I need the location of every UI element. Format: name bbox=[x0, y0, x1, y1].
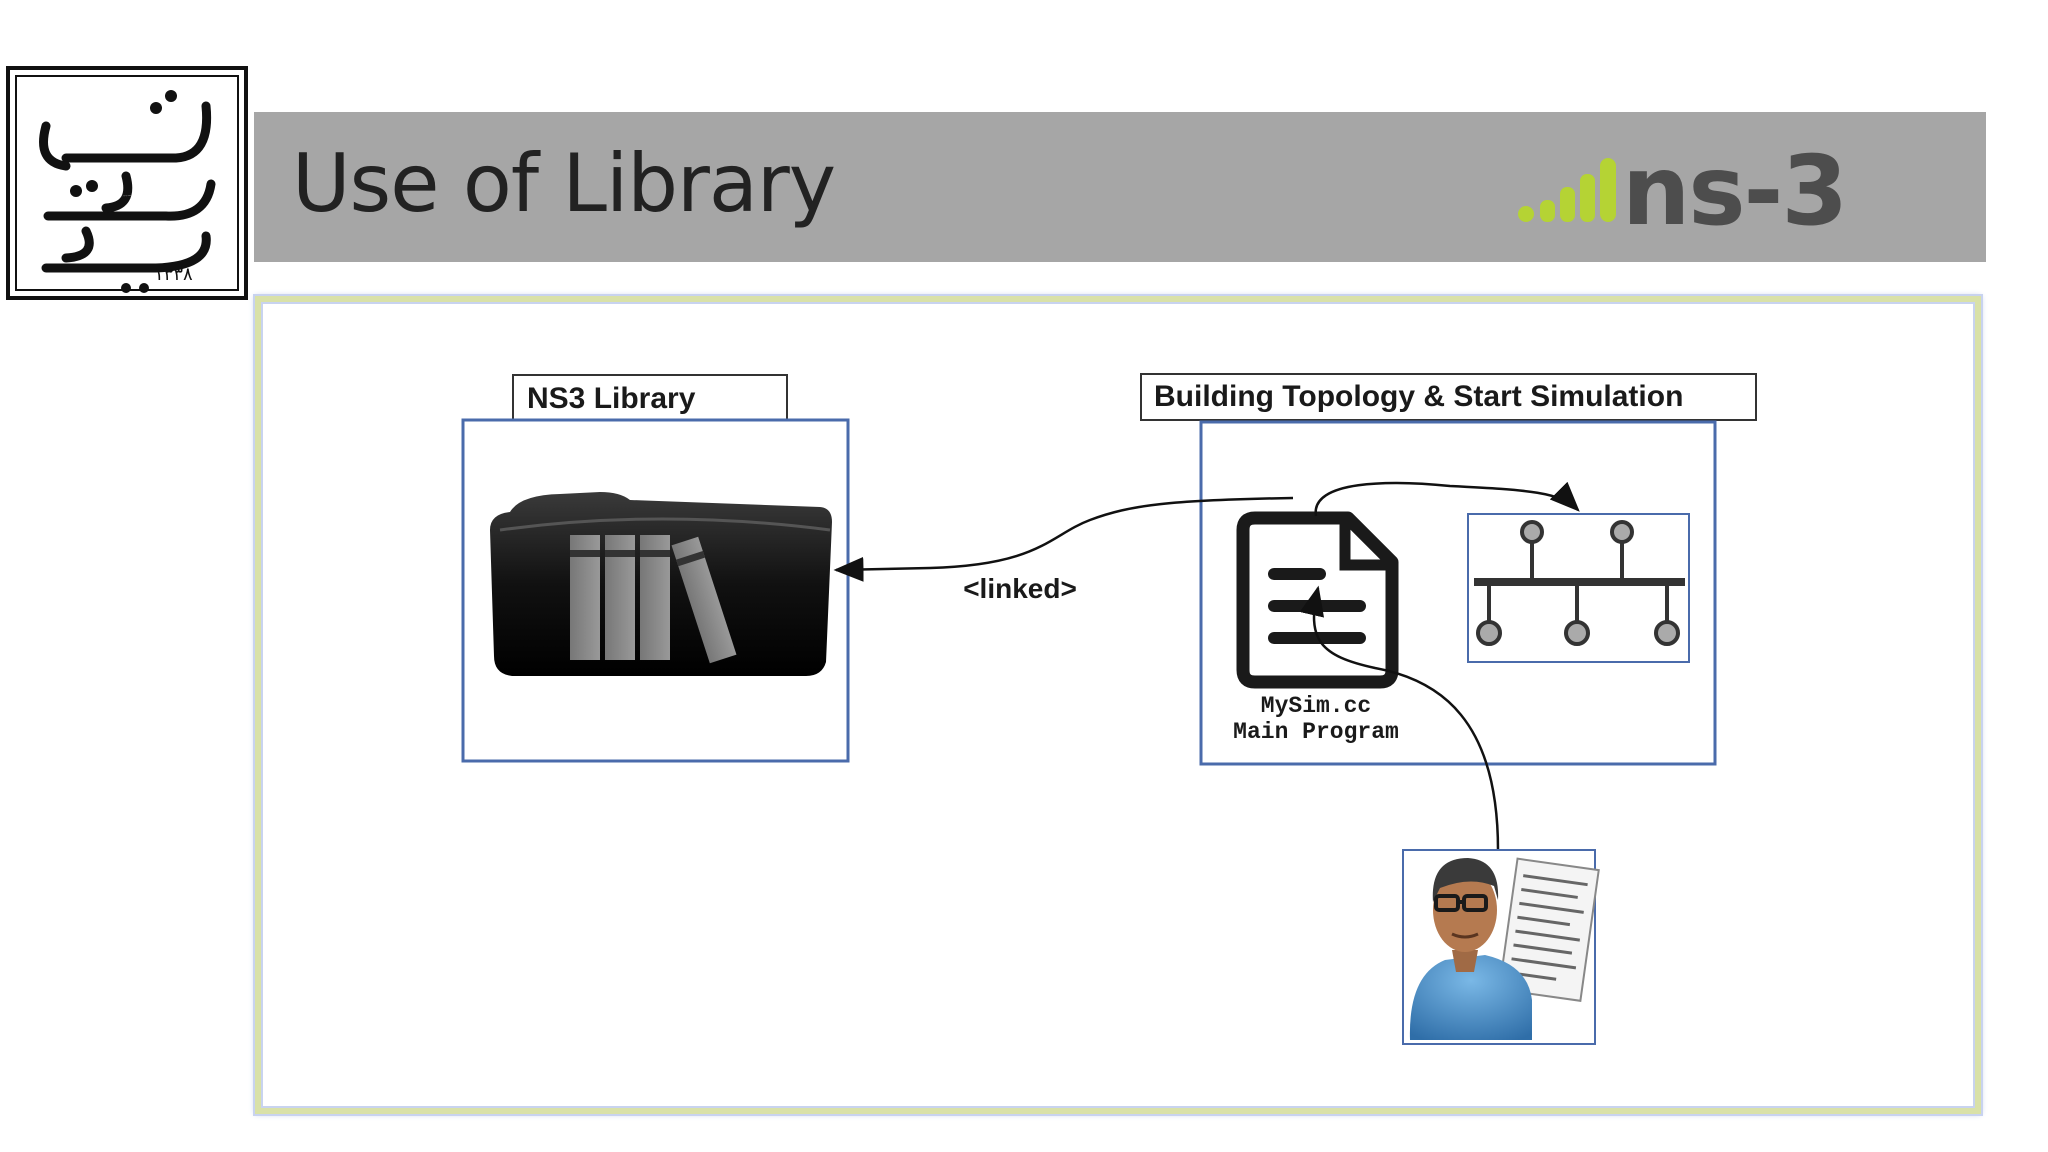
library-label: NS3 Library bbox=[527, 382, 696, 415]
linked-arrow bbox=[833, 496, 1294, 582]
page-title: Use of Library bbox=[292, 137, 836, 230]
university-logo: دانشگاه شهید بهشتی ۱۳۳۸ bbox=[6, 66, 248, 300]
program-desc: Main Program bbox=[1233, 719, 1399, 745]
user-arrow bbox=[1299, 585, 1500, 851]
library-group: NS3 Library bbox=[461, 374, 850, 763]
topology-arrow bbox=[1314, 481, 1580, 517]
logo-year: ۱۳۳۸ bbox=[154, 264, 193, 285]
title-bar: Use of Library ns-3 bbox=[254, 112, 1986, 262]
topology-icon bbox=[1467, 513, 1690, 663]
linked-label: <linked> bbox=[963, 573, 1077, 604]
document-icon bbox=[1236, 511, 1399, 689]
logo-calligraphy: دانشگاه شهید بهشتی bbox=[122, 195, 132, 197]
library-folder-icon bbox=[490, 492, 832, 676]
simulation-group: Building Topology & Start Simulation MyS… bbox=[1140, 373, 1757, 766]
simulation-label: Building Topology & Start Simulation bbox=[1154, 380, 1683, 413]
ns3-logo-text: ns-3 bbox=[1622, 142, 1846, 234]
program-file: MySim.cc bbox=[1261, 693, 1371, 719]
library-box bbox=[461, 418, 850, 763]
ns3-logo: ns-3 bbox=[1518, 142, 1848, 234]
diagram-frame bbox=[255, 296, 1981, 1114]
user-icon bbox=[1402, 849, 1600, 1045]
library-label-box bbox=[512, 374, 788, 421]
simulation-box bbox=[1199, 420, 1717, 766]
simulation-label-box bbox=[1140, 373, 1757, 421]
